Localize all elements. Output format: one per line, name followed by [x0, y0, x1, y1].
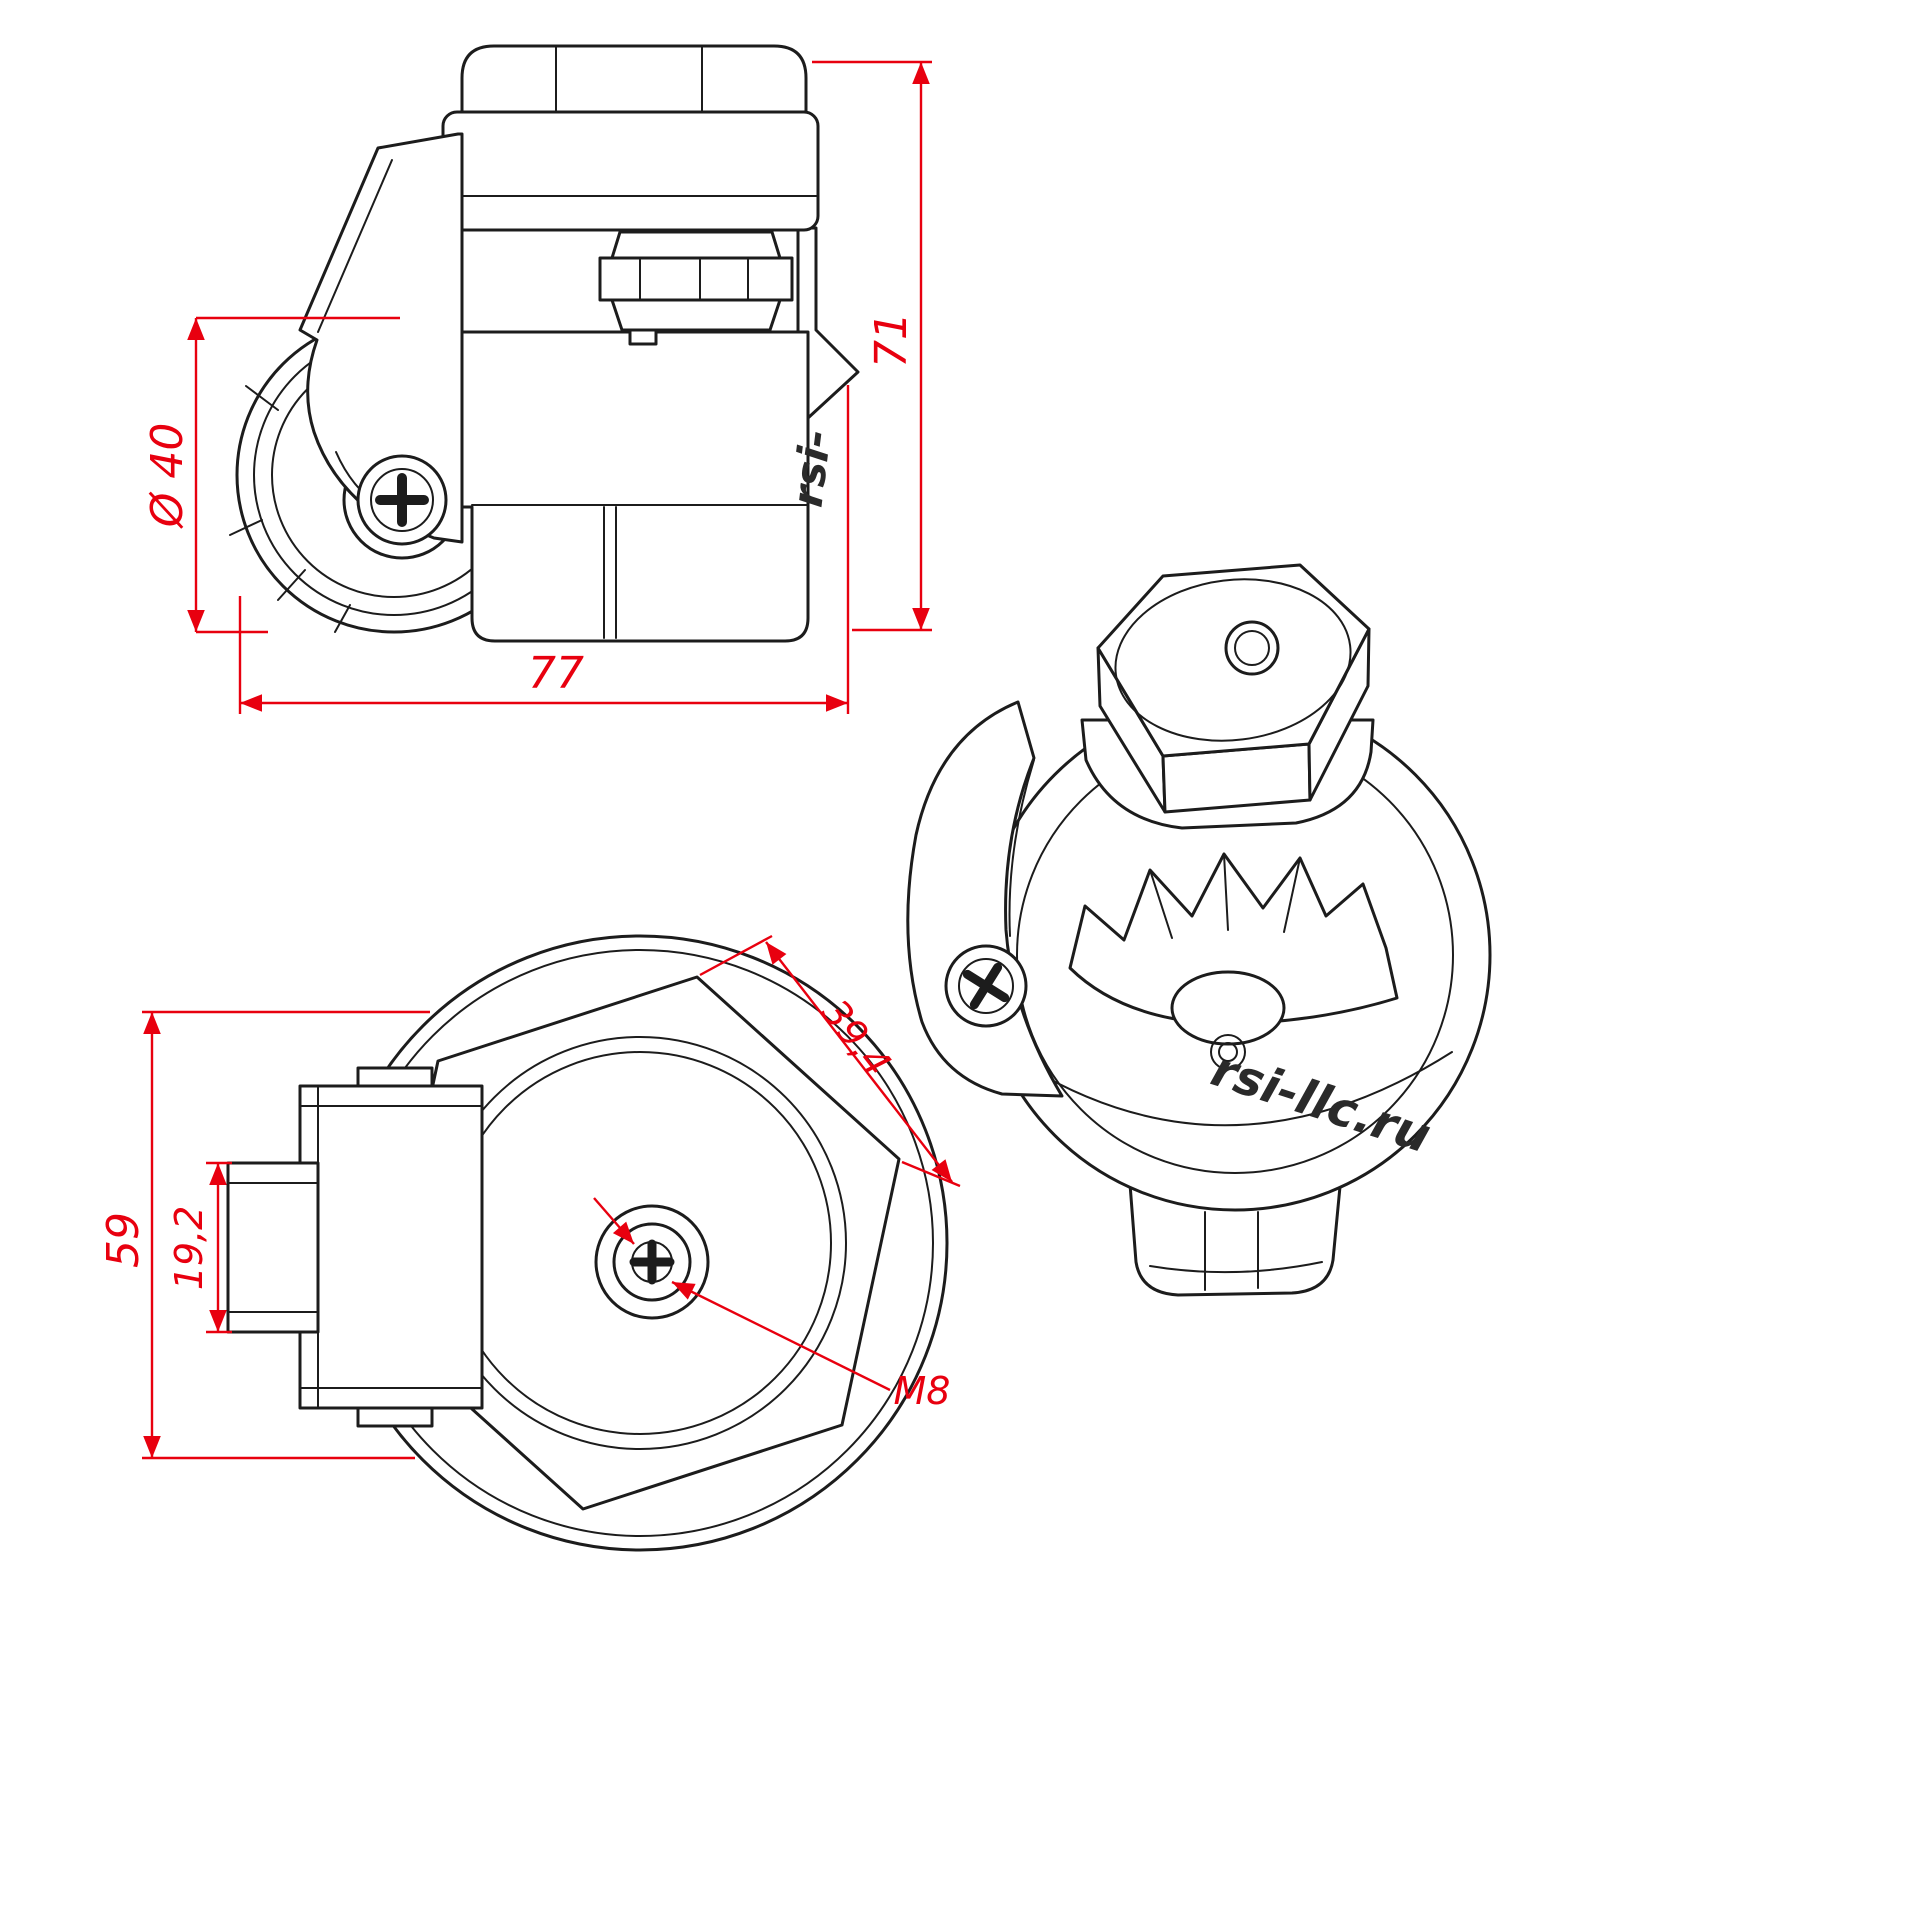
iso-thread-hole	[1224, 620, 1280, 676]
side-view: rsi-	[229, 44, 860, 643]
iso-bracket-screw	[962, 962, 1010, 1010]
isometric-view: rsi-llc.ru	[906, 563, 1492, 1297]
iso-top-hex-nut	[1096, 563, 1371, 814]
dim-pad-width: 19,2	[167, 1161, 232, 1334]
svg-text:59: 59	[98, 1212, 149, 1268]
svg-text:77: 77	[528, 648, 584, 699]
side-brand-text: rsi-	[783, 427, 841, 510]
dim-wheel-diameter: Ø 40	[142, 316, 400, 634]
dimensions: Ø 40 77 71 59 19,2 39,4	[98, 60, 961, 1460]
side-body	[460, 226, 860, 643]
svg-text:19,2: 19,2	[167, 1206, 211, 1291]
dim-overall-height: 71	[812, 60, 932, 632]
side-adjustment-nut	[598, 230, 794, 346]
side-mount-plate	[441, 110, 820, 232]
dim-overall-length: 77	[238, 385, 850, 714]
svg-text:Ø 40: Ø 40	[142, 423, 193, 530]
iso-foot-seams	[1149, 1211, 1323, 1291]
bottom-pad-block	[226, 1161, 320, 1334]
iso-star-knob	[1068, 852, 1399, 1070]
dim-thread-callout: M8	[593, 1197, 951, 1413]
svg-text:M8: M8	[894, 1369, 951, 1413]
dim-overall-width: 59	[98, 1010, 430, 1460]
svg-text:71: 71	[866, 312, 917, 368]
side-axle-screw	[356, 454, 448, 546]
side-top-hex-nut	[460, 44, 808, 114]
bottom-center-screw	[594, 1204, 710, 1320]
bottom-bracket	[298, 1066, 484, 1428]
